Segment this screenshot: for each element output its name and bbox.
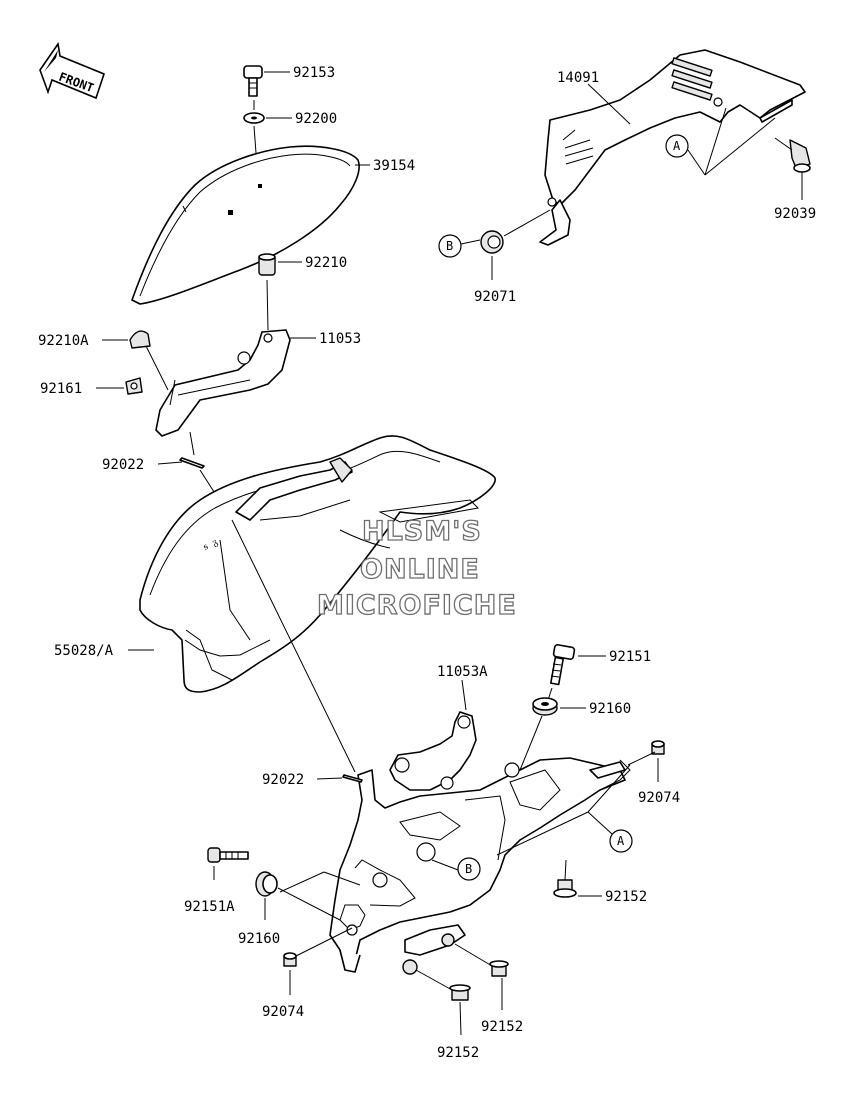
callout-14091: 14091: [557, 70, 599, 86]
callout-92160-left: 92160: [238, 931, 280, 947]
callout-92153: 92153: [293, 65, 335, 81]
callout-92074-right: 92074: [638, 790, 680, 806]
rivet-92074-left: [283, 952, 297, 967]
callout-92022-top: 92022: [102, 457, 144, 473]
callout-92210: 92210: [305, 255, 347, 271]
bolt-92151A: [207, 847, 249, 863]
callout-92152-bottom-right: 92152: [481, 1019, 523, 1035]
callout-92152-bottom: 92152: [437, 1045, 479, 1061]
windscreen-39154: [131, 145, 360, 305]
front-arrow: FRONT: [39, 41, 105, 100]
grommet-92071: [480, 230, 504, 254]
grommet-92160-left: [255, 871, 278, 897]
upper-cowl-55028A: ᵴ ᵹ: [139, 435, 496, 693]
watermark-line2: ONLINE: [360, 554, 480, 585]
callout-92071: 92071: [474, 289, 516, 305]
callout-92160-right: 92160: [589, 701, 631, 717]
ref-marker-a-top: [665, 134, 689, 158]
ref-marker-a-bottom-label: A: [617, 834, 625, 848]
watermark: HLSM'S ONLINE MICROFICHE: [316, 515, 517, 621]
callout-11053: 11053: [319, 331, 361, 347]
ref-marker-b-top-label: B: [446, 239, 453, 253]
callout-92161: 92161: [40, 381, 82, 397]
watermark-line3: MICROFICHE: [317, 590, 517, 621]
ref-marker-a-top-label: A: [673, 139, 681, 153]
clip-92022-bottom: [342, 774, 363, 783]
grommet-92161: [125, 377, 143, 395]
rivet-92152-right: [553, 879, 577, 898]
callout-92039: 92039: [774, 206, 816, 222]
ref-marker-a-bottom: [609, 829, 633, 853]
ref-marker-b-bottom-label: B: [465, 862, 472, 876]
callout-39154: 39154: [373, 158, 415, 174]
nut-92210: [258, 253, 276, 276]
cowl-stay-11053A: [329, 711, 631, 975]
bolt-92151: [550, 644, 576, 686]
watermark-line1: HLSM'S: [362, 516, 482, 547]
cap-nut-92210A: [129, 330, 151, 349]
callout-55028A: 55028/A: [54, 643, 114, 659]
bolt-92153: [243, 65, 263, 97]
callout-92210A: 92210A: [38, 333, 89, 349]
rivet-92039: [774, 137, 811, 173]
callout-92022-bottom: 92022: [262, 772, 304, 788]
ref-marker-b-bottom: [457, 857, 481, 881]
callout-92152-right: 92152: [605, 889, 647, 905]
clip-92022-top: [179, 457, 205, 469]
bracket-11053: [155, 329, 291, 437]
callout-92200: 92200: [295, 111, 337, 127]
grommet-92160-right: [532, 697, 558, 716]
ref-marker-b-top: [438, 234, 462, 258]
callout-92151A: 92151A: [184, 899, 235, 915]
inner-panel-14091: [539, 49, 806, 246]
callout-11053A: 11053A: [437, 664, 488, 680]
rivet-92074-right: [651, 740, 665, 755]
callout-92151: 92151: [609, 649, 651, 665]
rivet-92152-bottom: [449, 984, 471, 1001]
rivet-92152-bottom-right: [489, 960, 509, 977]
callout-92074-left: 92074: [262, 1004, 304, 1020]
